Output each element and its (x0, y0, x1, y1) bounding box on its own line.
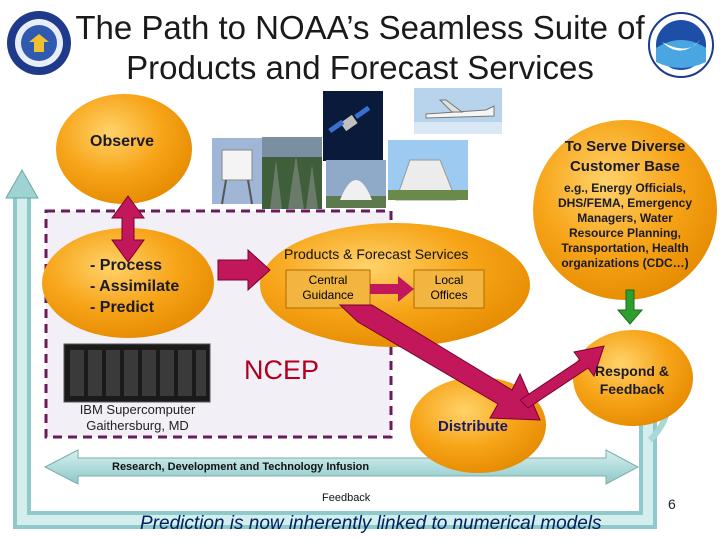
serve-title: To Serve Diverse Customer Base (540, 137, 710, 177)
research-label: Research, Development and Technology Inf… (112, 461, 369, 473)
ncep-label: NCEP (244, 355, 319, 386)
predict-item: - Predict (90, 297, 179, 318)
page-number: 6 (668, 496, 676, 512)
footer-text: Prediction is now inherently linked to n… (140, 513, 602, 535)
serve-detail: e.g., Energy Officials, DHS/FEMA, Emerge… (540, 181, 710, 271)
serve-detail-line: organizations (CDC…) (540, 256, 710, 271)
respond-line-2: Feedback (582, 380, 682, 398)
assimilate-item: - Assimilate (90, 276, 179, 297)
products-title: Products & Forecast Services (284, 246, 468, 262)
central-guidance-label: Central Guidance (286, 273, 370, 303)
serve-detail-line: Managers, Water (540, 211, 710, 226)
serve-detail-line: Resource Planning, (540, 226, 710, 241)
respond-label: Respond & Feedback (582, 362, 682, 398)
distribute-label: Distribute (438, 418, 508, 435)
serve-detail-line: Transportation, Health (540, 241, 710, 256)
photo-satellite (323, 91, 383, 161)
supercomputer-line-1: IBM Supercomputer (60, 402, 215, 418)
serve-title-line-1: To Serve Diverse (540, 137, 710, 157)
observe-label: Observe (90, 133, 154, 151)
process-list: - Process - Assimilate - Predict (90, 255, 179, 318)
process-item: - Process (90, 255, 179, 276)
serve-detail-line: DHS/FEMA, Emergency (540, 196, 710, 211)
supercomputer-caption: IBM Supercomputer Gaithersburg, MD (60, 402, 215, 434)
photo-radar (326, 160, 386, 208)
local-offices-label: Local Offices (414, 273, 484, 303)
central-guidance-line-2: Guidance (286, 288, 370, 303)
photo-forest (262, 137, 322, 209)
serve-detail-line: e.g., Energy Officials, (540, 181, 710, 196)
local-offices-line-1: Local (414, 273, 484, 288)
respond-line-1: Respond & (582, 362, 682, 380)
supercomputer-line-2: Gaithersburg, MD (60, 418, 215, 434)
serve-title-line-2: Customer Base (540, 157, 710, 177)
photo-tower (212, 138, 262, 204)
central-guidance-line-1: Central (286, 273, 370, 288)
photo-aircraft (414, 88, 502, 134)
local-offices-line-2: Offices (414, 288, 484, 303)
photo-supercomputer (64, 344, 210, 402)
feedback-label: Feedback (322, 492, 370, 504)
photo-observatory (388, 140, 468, 200)
